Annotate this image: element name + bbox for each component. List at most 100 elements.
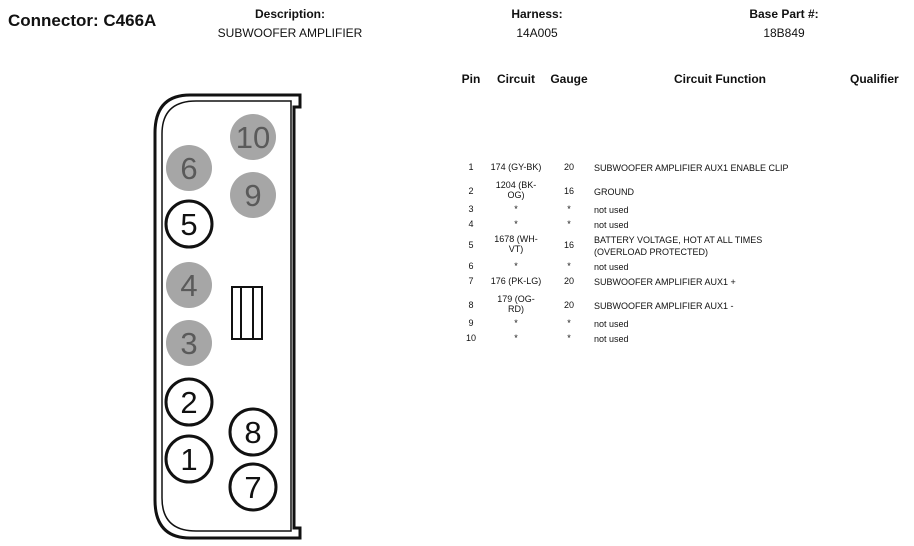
basepart-label: Base Part #:	[749, 7, 819, 21]
cell-circuit-line: 176 (PK-LG)	[490, 276, 542, 286]
description-block: Description: SUBWOOFER AMPLIFIER	[190, 7, 390, 40]
cell-circuit-line: 1204 (BK-	[495, 180, 537, 190]
cell-circuit-line: OG)	[507, 190, 525, 200]
cell-circuit-line: RD)	[508, 304, 524, 314]
description-label: Description:	[254, 7, 325, 21]
cell-function-line: not used	[594, 319, 629, 329]
cell-function: not used	[594, 318, 854, 330]
cell-gauge: *	[567, 318, 571, 328]
pin-cavity	[164, 434, 214, 484]
cell-gauge: *	[567, 204, 571, 214]
header-circuit-function: Circuit Function	[674, 72, 766, 86]
basepart-block: Base Part #: 18B849	[712, 7, 856, 40]
pin-cavity	[230, 114, 276, 160]
cell-circuit-line: *	[514, 219, 518, 229]
cell-pin: 7	[468, 276, 474, 286]
pin-number: 1	[180, 442, 197, 477]
pin-number: 7	[244, 470, 261, 505]
cell-circuit-line: 1678 (WH-	[494, 234, 538, 244]
cell-circuit: 176 (PK-LG)	[485, 276, 547, 286]
connector-latch	[231, 286, 263, 340]
pin-6: 6	[166, 145, 212, 191]
cell-circuit-line: *	[514, 333, 518, 343]
pin-cavity	[228, 407, 278, 457]
connector-inner-outline	[161, 100, 292, 532]
pin-9: 9	[230, 172, 276, 218]
cell-gauge: 16	[563, 240, 574, 250]
pin-2: 2	[164, 377, 214, 427]
pin-3: 3	[166, 320, 212, 366]
cell-circuit: *	[485, 318, 547, 328]
pin-number: 5	[180, 207, 197, 242]
pin-cavity	[166, 262, 212, 308]
pin-1: 1	[164, 434, 214, 484]
pin-number: 3	[180, 326, 197, 361]
cell-function-line: SUBWOOFER AMPLIFIER AUX1 -	[594, 301, 734, 311]
cell-function: SUBWOOFER AMPLIFIER AUX1 ENABLE CLIP	[594, 162, 854, 174]
cell-gauge: *	[567, 261, 571, 271]
pin-10: 10	[230, 114, 276, 160]
cell-function-line: not used	[594, 205, 629, 215]
cell-function: not used	[594, 219, 854, 231]
pin-cavity	[166, 145, 212, 191]
cell-function-line: GROUND	[594, 187, 634, 197]
pin-cavity	[164, 377, 214, 427]
cell-circuit-line: *	[514, 261, 518, 271]
cell-function-line: not used	[594, 262, 629, 272]
header-circuit: Circuit	[496, 72, 535, 86]
cell-function: not used	[594, 333, 854, 345]
header-gauge: Gauge	[550, 72, 588, 86]
pin-number: 8	[244, 415, 261, 450]
cell-function: not used	[594, 261, 854, 273]
cell-circuit-line: VT)	[508, 244, 524, 254]
header-qualifier: Qualifier	[850, 72, 899, 86]
cell-function: BATTERY VOLTAGE, HOT AT ALL TIMES (OVERLO…	[594, 234, 854, 258]
cell-circuit: 1678 (WH-VT)	[485, 234, 547, 254]
cell-gauge: 20	[563, 300, 574, 310]
cell-circuit-line: 174 (GY-BK)	[490, 162, 542, 172]
cell-pin: 3	[468, 204, 474, 214]
cell-circuit: *	[485, 261, 547, 271]
cell-function: SUBWOOFER AMPLIFIER AUX1 -	[594, 300, 854, 312]
header-pin: Pin	[461, 72, 481, 86]
cell-circuit-line: *	[514, 204, 518, 214]
basepart-value: 18B849	[763, 26, 805, 40]
cell-circuit: 179 (OG-RD)	[485, 294, 547, 314]
cell-function-line: SUBWOOFER AMPLIFIER AUX1 +	[594, 277, 736, 287]
cell-circuit: *	[485, 219, 547, 229]
cell-pin: 10	[465, 333, 476, 343]
cell-circuit-line: *	[514, 318, 518, 328]
pin-4: 4	[166, 262, 212, 308]
cell-pin: 4	[468, 219, 474, 229]
cell-function: SUBWOOFER AMPLIFIER AUX1 +	[594, 276, 854, 288]
cell-gauge: 16	[563, 186, 574, 196]
cell-gauge: 20	[563, 162, 574, 172]
pin-number: 10	[236, 120, 270, 155]
cell-function-line: (OVERLOAD PROTECTED)	[594, 247, 709, 257]
harness-value: 14A005	[516, 26, 558, 40]
pin-number: 2	[180, 385, 197, 420]
cell-circuit: 1204 (BK-OG)	[485, 180, 547, 200]
harness-block: Harness: 14A005	[465, 7, 609, 40]
cell-circuit: *	[485, 204, 547, 214]
cell-gauge: *	[567, 219, 571, 229]
cell-pin: 2	[468, 186, 474, 196]
cell-gauge: 20	[563, 276, 574, 286]
pin-cavity	[228, 462, 278, 512]
cell-pin: 9	[468, 318, 474, 328]
cell-function: not used	[594, 204, 854, 216]
pin-5: 5	[164, 199, 214, 249]
cell-function-line: BATTERY VOLTAGE, HOT AT ALL TIMES	[594, 235, 763, 245]
pin-number: 4	[180, 268, 197, 303]
cell-function: GROUND	[594, 186, 854, 198]
pin-cavity	[230, 172, 276, 218]
cell-function-line: not used	[594, 220, 629, 230]
cell-circuit-line: 179 (OG-	[497, 294, 535, 304]
pin-7: 7	[228, 462, 278, 512]
cell-pin: 5	[468, 240, 474, 250]
cell-pin: 1	[468, 162, 474, 172]
cell-gauge: *	[567, 333, 571, 343]
connector-title: Connector: C466A	[8, 11, 157, 30]
pin-number: 6	[180, 151, 197, 186]
